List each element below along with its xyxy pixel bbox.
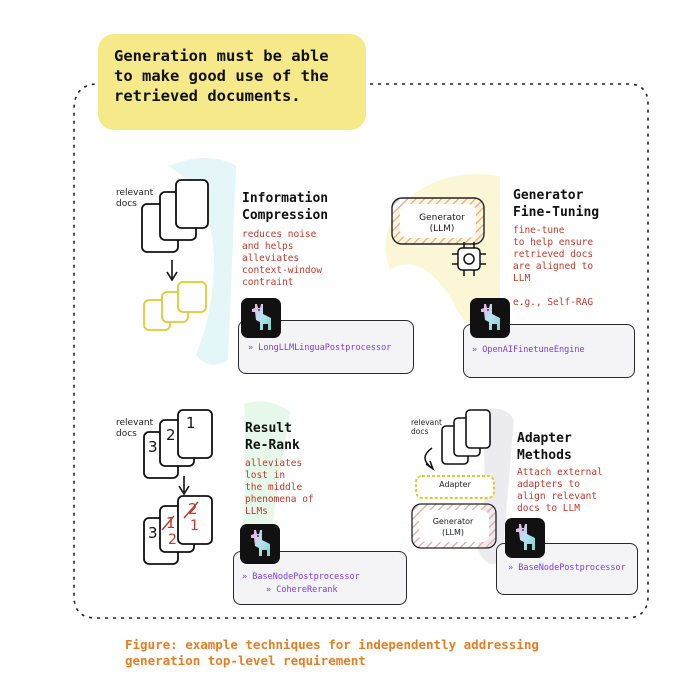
finetune-generator-graphic bbox=[391, 197, 486, 276]
finetune-title: Generator Fine-Tuning bbox=[513, 188, 600, 220]
header-note: Generation must be able to make good use… bbox=[98, 34, 366, 130]
svg-text:1: 1 bbox=[166, 514, 176, 532]
llama-icon bbox=[505, 518, 545, 558]
adapter-graphic bbox=[411, 409, 497, 549]
llama-logo bbox=[505, 518, 545, 558]
compression-doc-stack bbox=[141, 179, 209, 331]
rerank-docs-label: relevant docs bbox=[116, 418, 154, 439]
rerank-class-item-cohere[interactable]: » CohereRerank bbox=[266, 585, 338, 595]
llama-logo bbox=[470, 298, 510, 338]
adapter-box-label: Adapter bbox=[439, 480, 471, 489]
adapter-class-item[interactable]: » BaseNodePostprocessor bbox=[508, 563, 626, 573]
svg-text:1: 1 bbox=[190, 518, 199, 534]
llama-logo bbox=[240, 524, 280, 564]
svg-text:3: 3 bbox=[148, 438, 158, 456]
llama-logo bbox=[241, 298, 281, 338]
finetune-class-item[interactable]: » OpenAIFinetuneEngine bbox=[472, 345, 585, 355]
llama-icon bbox=[470, 298, 510, 338]
rerank-title: Result Re-Rank bbox=[245, 421, 300, 453]
rerank-class-item-base[interactable]: » BaseNodePostprocessor bbox=[242, 572, 360, 582]
compression-title: Information Compression bbox=[242, 191, 329, 223]
finetune-description: fine-tune to help ensure retrieved docs … bbox=[513, 225, 594, 308]
svg-text:2: 2 bbox=[168, 532, 177, 548]
adapter-title: Adapter Methods bbox=[517, 431, 572, 463]
svg-text:2: 2 bbox=[166, 426, 176, 444]
svg-text:1: 1 bbox=[186, 414, 196, 432]
rerank-description: alleviates lost in the middle phenomena … bbox=[245, 458, 314, 517]
compression-description: reduces noise and helps alleviates conte… bbox=[242, 229, 323, 288]
compression-docs-label: relevant docs bbox=[116, 188, 154, 209]
finetune-generator-label: Generator (LLM) bbox=[419, 213, 465, 234]
svg-text:3: 3 bbox=[148, 524, 158, 542]
adapter-generator-label: Generator (LLM) bbox=[432, 517, 474, 537]
teal-blob bbox=[168, 158, 236, 365]
llama-icon bbox=[241, 298, 281, 338]
adapter-description: Attach external adapters to align releva… bbox=[517, 467, 603, 514]
llama-icon bbox=[240, 524, 280, 564]
compression-class-item[interactable]: » LongLLMLinguaPostprocessor bbox=[248, 343, 392, 353]
figure-caption: Figure: example techniques for independe… bbox=[125, 637, 539, 668]
rerank-doc-stacks: 3 2 1 3 1 2 2 1 bbox=[143, 409, 213, 565]
adapter-docs-label: relevant docs bbox=[411, 418, 442, 436]
